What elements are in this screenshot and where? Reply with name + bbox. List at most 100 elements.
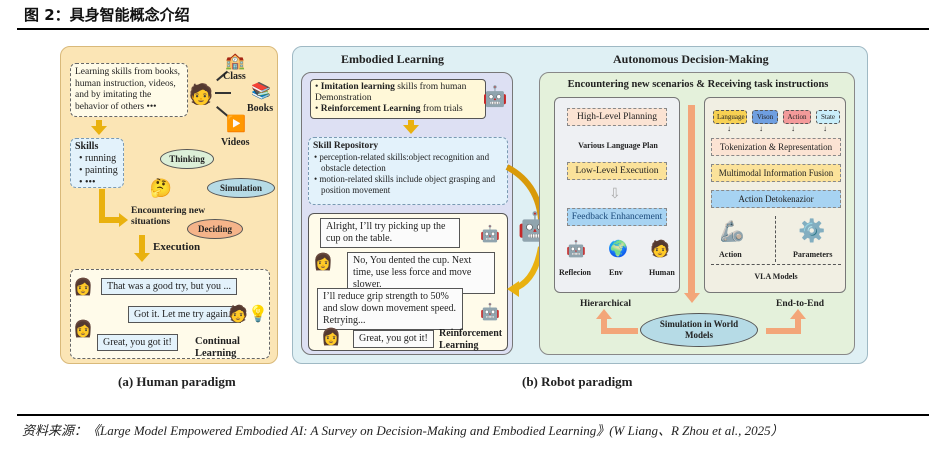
left-up-arrow-icon xyxy=(596,309,638,334)
method-text: skills from human Demonstration xyxy=(315,82,467,103)
right-up-arrow-icon xyxy=(766,309,806,334)
top-divider xyxy=(17,28,929,30)
reinforcement-learning-box: Alright, I’ll try picking up the cup on … xyxy=(308,213,508,351)
source-videos-label: Videos xyxy=(221,137,250,148)
continual-learning-box: 👩 That was a good try, but you ... Got i… xyxy=(70,269,270,359)
divider xyxy=(775,216,776,262)
human-feedback-icon: 🧑 xyxy=(650,241,670,258)
embodied-learning-title: Embodied Learning xyxy=(341,52,445,66)
skill-repo-text: motion-related skills include object gra… xyxy=(319,174,496,195)
source-citation: 资料来源：《Large Model Empowered Embodied AI:… xyxy=(22,423,784,438)
input-vision-tag: Vison xyxy=(752,110,778,124)
hierarchical-panel: High-Level Planning Various Language Pla… xyxy=(554,97,680,293)
skill-text: ••• xyxy=(85,177,96,188)
method-text: from trials xyxy=(420,104,463,114)
learning-sources-box: Learning skills from books, human instru… xyxy=(70,63,188,117)
arrow-stem xyxy=(408,120,414,125)
skill-item: • painting xyxy=(79,165,118,176)
reinforcement-learning-label: Reinforcement Learning xyxy=(439,328,503,351)
robot-paradigm-caption: (b) Robot paradigm xyxy=(522,374,633,389)
method-item: • Reinforcement Learning from trials xyxy=(315,104,463,114)
execution-label: Execution xyxy=(153,241,201,253)
hierarchical-label: Hierarchical xyxy=(580,299,632,309)
fusion-box: Multimodal Information Fusion xyxy=(711,164,841,182)
language-plan-label: Various Language Plan xyxy=(578,141,658,150)
high-level-planning-box: High-Level Planning xyxy=(567,108,667,126)
thinking-person-icon: 🤔 xyxy=(149,177,173,198)
robot-arm-icon: 🤖 xyxy=(480,304,500,321)
down-arrow-icon xyxy=(403,125,419,134)
videos-icon: ▶️ xyxy=(226,116,246,133)
arrow-stem xyxy=(139,235,145,253)
dialog-bubble: Great, you got it! xyxy=(353,330,434,348)
decision-subtitle: Encountering new scenarios & Receiving t… xyxy=(567,79,829,90)
skill-item: • running xyxy=(79,153,117,164)
world-model-cloud: Simulation in World Models xyxy=(640,313,758,347)
source-class-label: Class xyxy=(223,71,246,82)
skill-repo-title: Skill Repository xyxy=(313,141,379,151)
skill-repository-box: Skill Repository • perception-related sk… xyxy=(308,137,508,205)
figure-title: 图 2：具身智能概念介绍 xyxy=(24,6,190,24)
teacher-wrong-icon: 👩 xyxy=(73,279,93,296)
output-parameters-label: Parameters xyxy=(793,250,833,259)
environment-icon: 🌍 xyxy=(608,241,628,258)
input-state-tag: State xyxy=(816,110,840,124)
gears-icon: ⚙️ xyxy=(798,218,826,243)
human-wrong-icon: 👩 xyxy=(313,254,333,271)
learner-person-icon: 🧑 xyxy=(188,83,214,106)
human-correct-icon: 👩 xyxy=(321,329,341,346)
thinking-cloud: Thinking xyxy=(160,149,214,169)
method-bold: Reinforcement Learning xyxy=(320,104,421,114)
arrow-stem xyxy=(96,120,102,126)
robot-arm-action-icon: 🦾 xyxy=(719,220,745,243)
down-arrow-icon xyxy=(134,253,150,262)
skill-text: running xyxy=(85,153,117,164)
dialog-bubble: No, You dented the cup. Next time, use l… xyxy=(347,252,495,294)
embodied-learning-panel: • Imitation learning skills from human D… xyxy=(301,72,513,355)
skill-text: painting xyxy=(85,165,118,176)
dialog-bubble: That was a good try, but you ... xyxy=(101,278,238,295)
decision-making-panel: Encountering new scenarios & Receiving t… xyxy=(539,72,855,355)
deciding-cloud: Deciding xyxy=(187,219,243,239)
classroom-icon: 🏫 xyxy=(225,53,245,70)
down-hollow-arrow-icon: ⇩ xyxy=(609,187,621,202)
arrow-stem xyxy=(99,189,105,221)
reflection-robot-icon: 🤖 xyxy=(566,241,586,258)
human-paradigm-panel: Learning skills from books, human instru… xyxy=(60,46,278,364)
down-arrow-icon xyxy=(91,126,107,135)
dialog-bubble: Got it. Let me try again... xyxy=(128,306,242,323)
method-item: • Imitation learning skills from human D… xyxy=(315,82,467,103)
feedback-enhancement-box: Feedback Enhancement xyxy=(567,208,667,226)
detokenizer-box: Action Detokenazior xyxy=(711,190,841,208)
method-bold: Imitation learning xyxy=(320,82,395,92)
skills-title: Skills xyxy=(75,141,99,152)
robot-paradigm-panel: Embodied Learning • Imitation learning s… xyxy=(292,46,868,364)
dialog-bubble: Alright, I’ll try picking up the cup on … xyxy=(320,218,460,248)
learner-idea-icon: 🧑‍💡 xyxy=(228,306,268,323)
books-icon: 📚 xyxy=(251,83,271,100)
low-level-execution-box: Low-Level Execution xyxy=(567,162,667,180)
bottom-divider xyxy=(17,414,929,416)
source-books-label: Books xyxy=(247,103,274,114)
robot-reading-icon: 🤖 xyxy=(482,85,508,108)
end-to-end-label: End-to-End xyxy=(776,299,825,309)
simulation-cloud: Simulation xyxy=(207,178,275,198)
arrow-icon xyxy=(215,92,231,94)
feedback-source-label: Human xyxy=(649,268,675,277)
skill-repo-item: • perception-related skills:object recog… xyxy=(314,152,490,173)
dialog-bubble: Great, you got it! xyxy=(97,334,178,351)
learning-methods-box: • Imitation learning skills from human D… xyxy=(310,79,486,119)
input-action-tag: Action xyxy=(783,110,811,124)
feedback-source-label: Env xyxy=(609,268,623,277)
continual-learning-label: Continual Learning xyxy=(195,336,240,359)
right-arrow-icon xyxy=(119,213,128,227)
tokenization-box: Tokenization & Representation xyxy=(711,138,841,156)
feedback-source-label: Reflecion xyxy=(559,268,591,277)
divider xyxy=(711,264,841,265)
arrow-stem xyxy=(688,105,695,295)
robot-arm-icon: 🤖 xyxy=(480,226,500,243)
vla-models-label: VLA Models xyxy=(754,272,798,281)
skills-box: Skills • running • painting • ••• xyxy=(70,138,124,188)
dialog-bubble: I’ll reduce grip strength to 50% and slo… xyxy=(317,288,463,330)
input-arrows: ↓↓↓↓ xyxy=(727,124,827,133)
